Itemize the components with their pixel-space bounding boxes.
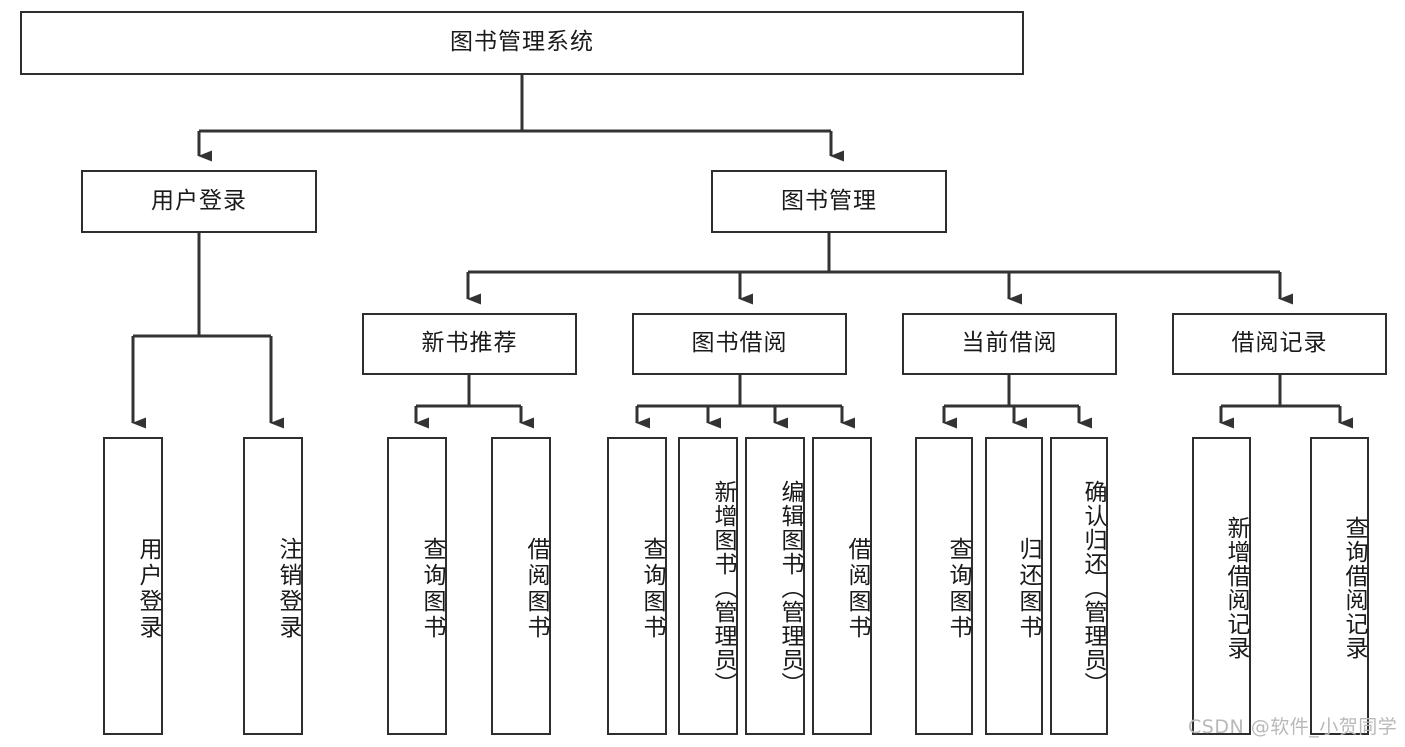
node-leaf-add-record[interactable]: 新增借阅记录 bbox=[1192, 437, 1251, 735]
node-root[interactable]: 图书管理系统 bbox=[20, 11, 1024, 75]
node-leaf-borrow-book-2[interactable]: 借阅图书 bbox=[812, 437, 872, 735]
node-leaf-query-book-3-label: 查询图书 bbox=[945, 537, 971, 641]
node-leaf-borrow-book-2-label: 借阅图书 bbox=[844, 537, 870, 641]
node-leaf-edit-book[interactable]: 编辑图书（管理员） bbox=[745, 437, 805, 735]
node-leaf-return-book[interactable]: 归还图书 bbox=[985, 437, 1043, 735]
node-leaf-add-book-label: 新增图书（管理员） bbox=[710, 480, 736, 696]
node-leaf-query-book-2[interactable]: 查询图书 bbox=[607, 437, 667, 735]
node-book-manage[interactable]: 图书管理 bbox=[711, 170, 947, 233]
node-root-label: 图书管理系统 bbox=[450, 29, 594, 56]
node-book-manage-label: 图书管理 bbox=[781, 187, 877, 214]
node-leaf-user-login-label: 用户登录 bbox=[135, 537, 161, 641]
node-leaf-logout[interactable]: 注销登录 bbox=[243, 437, 303, 735]
node-leaf-query-record-label: 查询借阅记录 bbox=[1341, 516, 1367, 660]
node-leaf-confirm-return-label: 确认归还（管理员） bbox=[1080, 480, 1106, 696]
node-borrow-record-label: 借阅记录 bbox=[1231, 330, 1328, 357]
node-user-login-label: 用户登录 bbox=[151, 187, 247, 214]
node-leaf-query-book-1[interactable]: 查询图书 bbox=[387, 437, 447, 735]
node-user-login[interactable]: 用户登录 bbox=[81, 170, 317, 233]
node-book-borrow-label: 图书借阅 bbox=[691, 330, 788, 357]
node-new-book-rec[interactable]: 新书推荐 bbox=[362, 313, 577, 375]
node-leaf-add-book[interactable]: 新增图书（管理员） bbox=[678, 437, 738, 735]
node-current-borrow[interactable]: 当前借阅 bbox=[902, 313, 1117, 375]
node-leaf-query-book-1-label: 查询图书 bbox=[419, 537, 445, 641]
node-current-borrow-label: 当前借阅 bbox=[961, 330, 1058, 357]
node-leaf-user-login[interactable]: 用户登录 bbox=[103, 437, 163, 735]
node-leaf-return-book-label: 归还图书 bbox=[1015, 537, 1041, 641]
node-leaf-add-record-label: 新增借阅记录 bbox=[1223, 516, 1249, 660]
node-leaf-borrow-book-1-label: 借阅图书 bbox=[523, 537, 549, 641]
node-book-borrow[interactable]: 图书借阅 bbox=[632, 313, 847, 375]
node-leaf-query-book-3[interactable]: 查询图书 bbox=[915, 437, 973, 735]
node-borrow-record[interactable]: 借阅记录 bbox=[1172, 313, 1387, 375]
node-leaf-borrow-book-1[interactable]: 借阅图书 bbox=[491, 437, 551, 735]
node-leaf-edit-book-label: 编辑图书（管理员） bbox=[777, 480, 803, 696]
node-leaf-query-record[interactable]: 查询借阅记录 bbox=[1310, 437, 1369, 735]
node-leaf-logout-label: 注销登录 bbox=[275, 537, 301, 641]
node-new-book-rec-label: 新书推荐 bbox=[421, 330, 518, 357]
node-leaf-confirm-return[interactable]: 确认归还（管理员） bbox=[1050, 437, 1108, 735]
node-leaf-query-book-2-label: 查询图书 bbox=[639, 537, 665, 641]
